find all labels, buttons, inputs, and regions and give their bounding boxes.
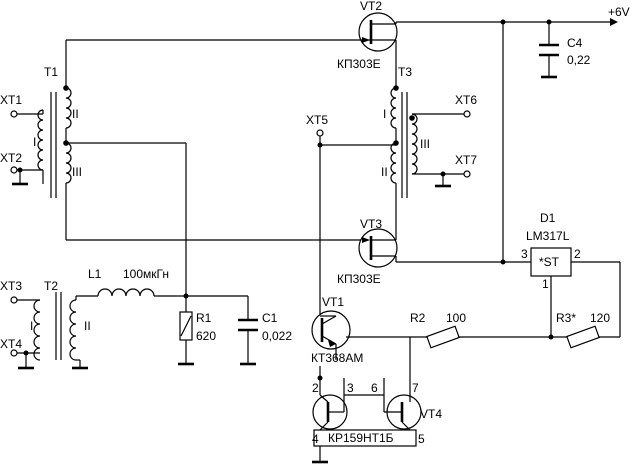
vt4-pin-2: 2	[312, 381, 319, 395]
transistor-vt2	[66, 12, 398, 58]
t1-winding-2: II	[72, 107, 79, 121]
t3-label: T3	[398, 65, 412, 79]
transformer-t3	[390, 58, 464, 222]
vt1-label: VT1	[322, 295, 344, 309]
terminal-xt5	[316, 129, 396, 315]
d1-part: LM317L	[526, 229, 570, 243]
vt4-pin-7: 7	[412, 381, 419, 395]
terminal-xt2	[10, 166, 43, 186]
d1-label: D1	[540, 211, 556, 225]
l1-value: 100мкГн	[123, 267, 169, 281]
d1-mark: *ST	[539, 255, 560, 269]
t3-winding-2: II	[381, 165, 388, 179]
c4-value: 0,22	[567, 53, 591, 67]
vt2-label: VT2	[360, 0, 382, 13]
transistor-vt3	[358, 222, 531, 268]
terminal-xt7	[435, 170, 471, 188]
vt1-type: КТ368АМ	[311, 351, 363, 365]
r2-label: R2	[410, 311, 426, 325]
terminal-xt1	[10, 110, 43, 118]
vt3-type: КП303Е	[337, 272, 381, 286]
vt3-label: VT3	[360, 217, 382, 231]
supply-label: +6V	[608, 5, 630, 19]
t3-winding-1: I	[383, 107, 386, 121]
l1-label: L1	[88, 267, 102, 281]
xt2-label: XT2	[0, 151, 22, 165]
terminal-xt6	[463, 110, 471, 118]
t2-winding-2: II	[84, 319, 91, 333]
t2-label: T2	[44, 279, 58, 293]
regulator-d1	[530, 247, 621, 340]
transistor-vt4	[312, 337, 422, 464]
r3-label: R3*	[556, 311, 576, 325]
xt3-label: XT3	[0, 279, 22, 293]
resistor-r2	[426, 325, 460, 349]
xt1-label: XT1	[0, 93, 22, 107]
t3-winding-3: III	[420, 137, 430, 151]
c4-label: C4	[567, 36, 583, 50]
vt4-pin-6: 6	[371, 381, 378, 395]
d1-pin-in: 3	[521, 247, 528, 261]
transformer-t2	[33, 292, 98, 370]
t1-winding-3: III	[72, 165, 82, 179]
terminal-xt3	[10, 296, 40, 304]
r3-value: 120	[590, 311, 610, 325]
vt2-type: КП303Е	[337, 57, 381, 71]
d1-pin-adj: 1	[542, 277, 549, 291]
vt4-type: КР159НТ1Б	[328, 431, 394, 445]
r2-value: 100	[446, 311, 466, 325]
capacitor-c1	[238, 296, 258, 366]
xt6-label: XT6	[455, 93, 477, 107]
resistor-r3	[566, 325, 600, 349]
t1-winding-1: I	[33, 135, 36, 149]
vt4-pin-5: 5	[418, 432, 425, 446]
r1-label: R1	[196, 311, 212, 325]
resistor-r1	[178, 296, 194, 366]
vt4-label: VT4	[420, 407, 442, 421]
terminal-xt4	[10, 349, 40, 370]
c1-label: C1	[262, 311, 278, 325]
transistor-vt1	[311, 310, 351, 360]
transformer-t1	[37, 40, 186, 240]
xt4-label: XT4	[0, 337, 22, 351]
xt7-label: XT7	[455, 153, 477, 167]
inductor-l1	[97, 288, 248, 299]
d1-pin-out: 2	[574, 247, 581, 261]
vt4-pin-4: 4	[312, 432, 319, 446]
t1-label: T1	[44, 65, 58, 79]
vt4-pin-3: 3	[347, 381, 354, 395]
xt5-label: XT5	[306, 113, 328, 127]
r1-value: 620	[196, 329, 216, 343]
c1-value: 0,022	[262, 329, 292, 343]
t2-winding-1: I	[30, 319, 33, 333]
supply-rail	[396, 18, 618, 26]
capacitor-c4	[539, 22, 559, 79]
supply-arrow-icon	[610, 18, 618, 26]
